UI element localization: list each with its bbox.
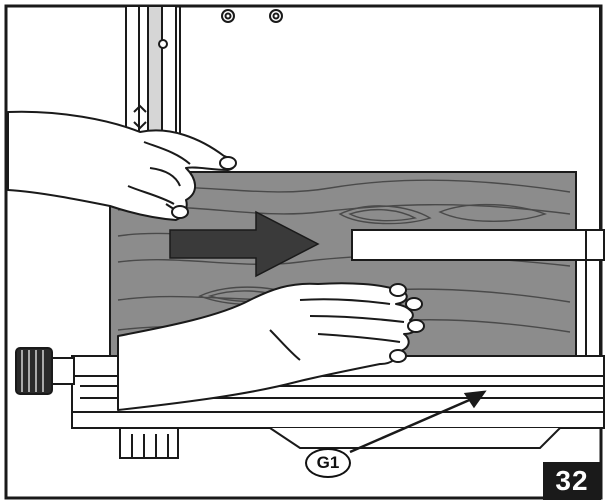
saw-blade (351, 229, 587, 261)
mount-screws (221, 9, 283, 23)
fence-bracket (119, 427, 179, 459)
lower-hand (117, 282, 425, 411)
upper-hand (7, 110, 237, 221)
blade-end (585, 229, 605, 261)
feed-direction-arrow-icon (169, 210, 320, 278)
fence-lock-knob (15, 347, 75, 395)
callout-leader-arrow (349, 390, 487, 454)
callout-label-g1: G1 (305, 448, 351, 478)
page-number-badge: 32 (543, 462, 601, 500)
